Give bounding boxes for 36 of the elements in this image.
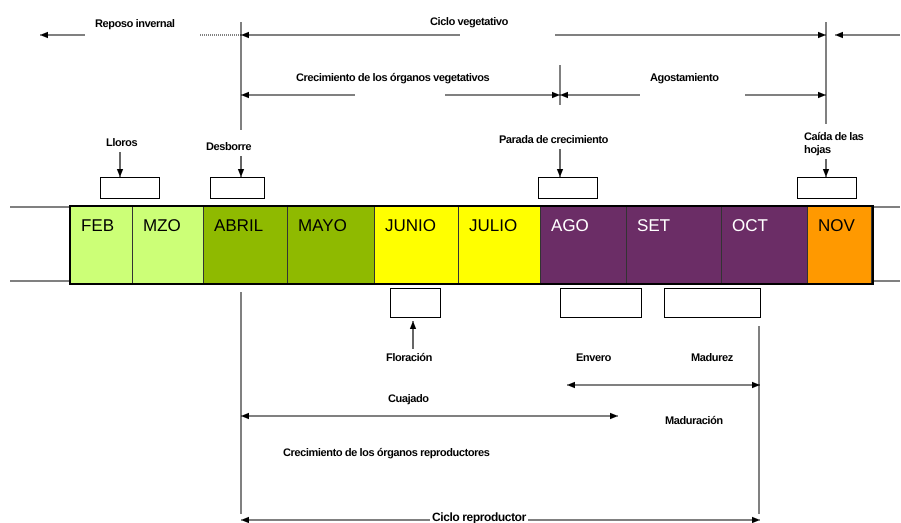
empty-box [797,177,857,199]
phase-label: Ciclo vegetativo [430,16,508,29]
phase-label: Agostamiento [650,72,719,85]
empty-box [210,177,265,199]
month-cell: ABRIL [204,207,288,283]
phase-label: Cuajado [388,393,429,406]
month-cell: MZO [133,207,204,283]
empty-box [664,288,761,318]
month-cell: MAYO [288,207,375,283]
month-cell: SET [627,207,722,283]
month-cell: NOV [808,207,872,283]
stage-label: Envero [576,352,631,365]
phase-label: Crecimiento de los órganos vegetativos [296,72,490,85]
stage-label: Floración [386,352,456,365]
phase-label: Maduración [665,415,723,428]
month-cell: OCT [722,207,808,283]
phase-label: Crecimiento de los órganos reproductores [283,447,490,460]
stage-label: Madurez [691,352,751,365]
stage-label: Parada de crecimiento [499,134,644,147]
leader-arrow [410,321,416,349]
leader-arrow [822,159,830,177]
empty-box [390,288,441,318]
month-cell: JUNIO [375,207,459,283]
empty-box [100,177,160,199]
leader-arrow [556,149,564,177]
leader-arrow [238,156,244,177]
stage-label: Caída de las hojas [804,131,864,157]
month-cell: FEB [71,207,133,283]
empty-box [560,288,642,318]
stage-label: Lloros [106,137,156,150]
month-cell: AGO [541,207,627,283]
phase-label: Reposo invernal [95,18,175,31]
month-cell: JULIO [459,207,541,283]
stage-label: Desborre [206,141,266,154]
leader-arrow [116,152,124,177]
empty-box [538,177,598,199]
